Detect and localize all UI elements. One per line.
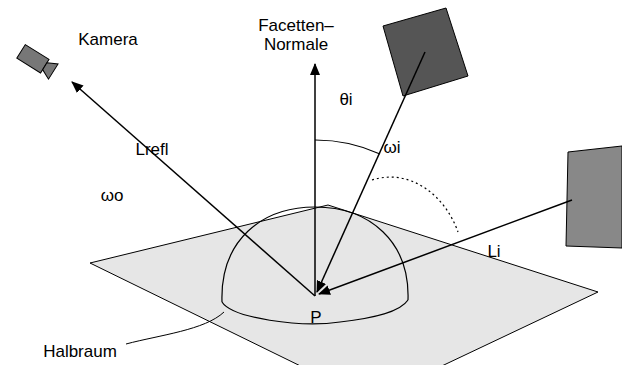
direction-label: ωo: [101, 187, 124, 206]
radiance-label: Lrefl: [135, 141, 168, 160]
angle-arc: [372, 177, 458, 232]
angle-label: θi: [339, 91, 352, 110]
camera-label: Kamera: [78, 31, 138, 50]
light-source: [566, 146, 622, 248]
reflected-ray: [72, 82, 315, 296]
point-label: P: [310, 309, 321, 328]
normal-label: Facetten– Normale: [251, 17, 341, 54]
hemisphere-label: Halbraum: [43, 343, 117, 362]
normal-arrow: [314, 64, 316, 296]
radiance-label: Li: [487, 243, 500, 262]
leader-line: [126, 312, 224, 344]
angle-arc: [315, 140, 380, 154]
incident-ray: [317, 52, 425, 292]
camera-icon: [16, 44, 58, 79]
direction-label: ωi: [383, 139, 400, 158]
incident-ray: [319, 200, 572, 294]
light-source: [383, 8, 468, 96]
